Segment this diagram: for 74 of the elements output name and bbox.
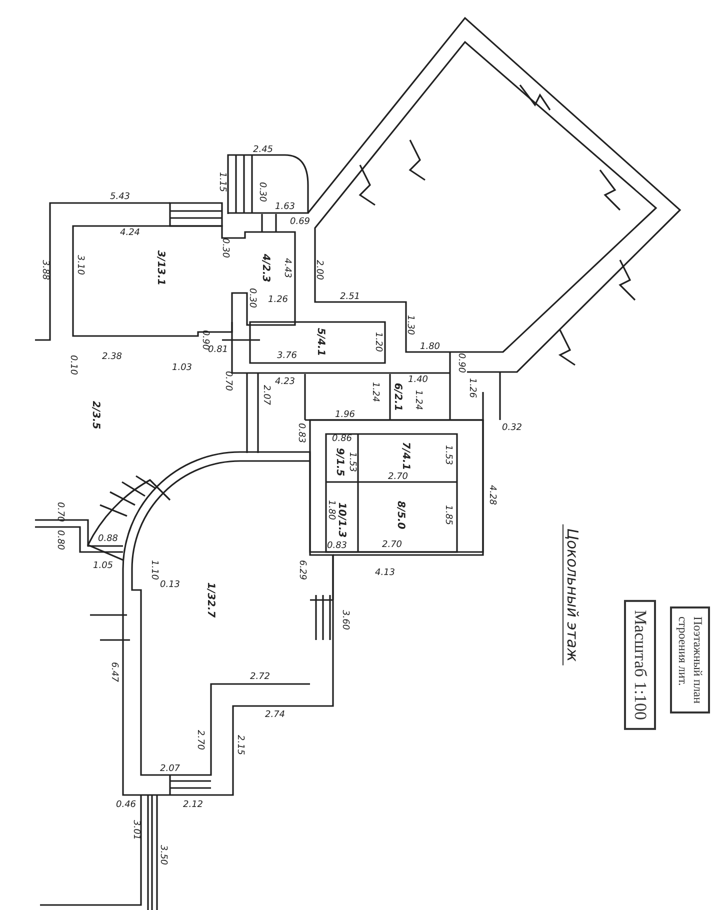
dimension-label: 1.26 (467, 378, 477, 398)
dimension-label: 2.07 (160, 764, 180, 774)
dimension-label: 1.24 (370, 382, 380, 402)
dimension-label: 0.69 (290, 217, 310, 227)
dimension-label: 6.47 (109, 662, 119, 682)
room-number-area: 4/2.3 (260, 254, 270, 282)
dimension-label: 1.15 (217, 172, 227, 192)
room-number-area: 8/5.0 (395, 500, 405, 530)
room-number-area: 6/2.1 (392, 382, 402, 412)
dimension-label: 2.74 (264, 710, 286, 720)
dimension-label: 2.45 (252, 145, 274, 155)
dimension-label: 1.80 (326, 500, 336, 520)
plan-stamp: Поэтажный план строения лит. (670, 606, 710, 714)
dimension-label: 1.53 (443, 444, 453, 466)
dimension-label: 2.07 (261, 384, 271, 406)
dimension-label: 3.60 (340, 610, 350, 630)
dimension-label: 0.10 (68, 354, 78, 376)
dimension-label: 2.12 (182, 800, 204, 810)
dimension-label: 1.20 (373, 332, 383, 352)
dimension-label: 2.70 (382, 540, 402, 550)
dimension-label: 2.38 (102, 352, 122, 362)
dimension-label: 4.13 (374, 568, 396, 578)
dimension-label: 1.10 (149, 560, 159, 580)
floor-title: Цокольный этаж (562, 524, 582, 666)
dimension-label: 1.40 (408, 375, 428, 385)
dimension-label: 0.86 (332, 434, 352, 444)
room-number-area: 7/4.1 (400, 442, 410, 470)
dimension-label: 1.03 (172, 363, 192, 373)
dimension-label: 3.01 (131, 820, 141, 840)
dimension-label: 0.30 (247, 288, 257, 308)
dimension-label: 1.80 (420, 342, 440, 352)
dimension-label: 0.46 (116, 800, 136, 810)
dimension-label: 3.10 (75, 254, 85, 276)
room-number-area: 5/4.1 (315, 328, 325, 356)
dimension-label: 0.30 (257, 182, 267, 202)
dimension-label: 4.28 (487, 484, 497, 506)
dimension-label: 0.90 (456, 352, 466, 374)
dimension-label: 4.23 (274, 377, 296, 387)
dimension-label: 1.96 (334, 410, 356, 420)
scale-stamp: Масштаб 1:100 (624, 600, 656, 730)
dimension-label: 2.15 (235, 734, 245, 756)
room-number-area: 9/1.5 (334, 448, 344, 476)
dimension-label: 0.83 (296, 422, 306, 444)
room-number-area: 10/1.3 (336, 502, 346, 538)
dimension-label: 1.30 (405, 314, 415, 336)
dimension-label: 0.80 (55, 530, 65, 550)
dimension-label: 3.76 (276, 351, 298, 361)
dimension-label: 0.30 (220, 238, 230, 258)
dimension-label: 1.05 (92, 561, 114, 571)
dimension-label: 0.83 (326, 541, 348, 551)
dimension-label: 1.24 (413, 390, 423, 410)
dimension-label: 6.29 (297, 560, 307, 580)
dimension-label: 1.26 (268, 295, 288, 305)
dimension-label: 0.81 (208, 345, 228, 355)
dimension-label: 2.00 (314, 260, 324, 280)
dimension-label: 3.88 (40, 260, 50, 280)
dimension-label: 2.70 (388, 472, 408, 482)
dimension-label: 2.70 (195, 730, 205, 750)
dimension-label: 1.53 (347, 452, 357, 472)
dimension-label: 1.63 (274, 202, 296, 212)
dimension-label: 0.32 (502, 423, 522, 433)
room-number-area: 2/3.5 (90, 400, 100, 430)
dimension-label: 1.85 (443, 504, 453, 526)
dimension-label: 0.13 (160, 580, 180, 590)
dimension-label: 2.72 (250, 672, 270, 682)
dimension-label: 3.50 (158, 844, 168, 866)
dimension-label: 5.43 (110, 192, 130, 202)
room-number-area: 1/32.7 (205, 582, 215, 618)
dimension-label: 0.70 (223, 370, 233, 392)
dimension-label: 4.43 (282, 258, 292, 278)
room-number-area: 3/13.1 (155, 250, 165, 286)
dimension-label: 4.24 (120, 228, 140, 238)
dimension-label: 0.88 (98, 534, 118, 544)
dimension-label: 2.51 (340, 292, 360, 302)
